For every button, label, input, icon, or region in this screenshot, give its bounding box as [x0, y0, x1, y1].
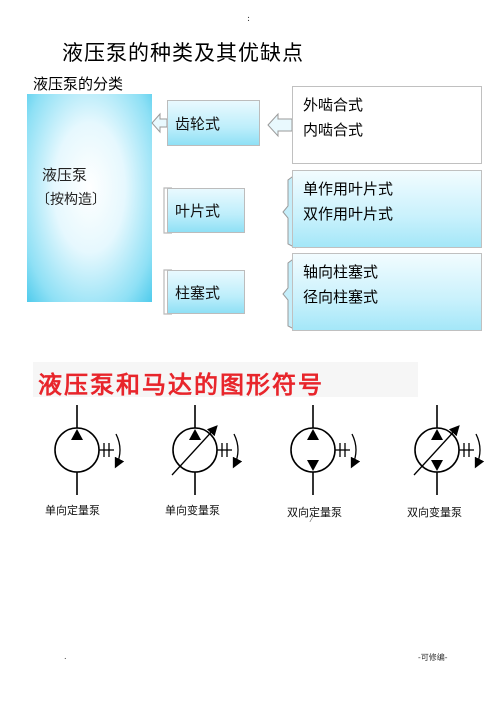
type-gear-label: 齿轮式 [175, 114, 221, 133]
piston-options: 轴向柱塞式 径向柱塞式 [292, 253, 482, 331]
pump-label: 液压泵 [42, 166, 88, 184]
gear-option-external: 外啮合式 [303, 96, 364, 114]
symbol-label-bi-fixed: 双向定量泵 [287, 506, 342, 519]
type-gear: 齿轮式 [167, 100, 260, 146]
type-vane: 叶片式 [167, 188, 245, 233]
symbol-uni-variable-pump [171, 405, 243, 495]
piston-option-axial: 轴向柱塞式 [303, 263, 379, 281]
symbol-label-uni-fixed: 单向定量泵 [45, 504, 100, 517]
symbol-label-bi-variable: 双向变量泵 [407, 506, 462, 519]
vane-option-double: 双作用叶片式 [303, 205, 394, 223]
symbol-bi-variable-pump [413, 405, 485, 495]
footer-right: -可修编- [418, 653, 448, 662]
piston-option-radial: 径向柱塞式 [303, 288, 379, 306]
symbols-banner [33, 362, 418, 397]
vane-options: 单作用叶片式 双作用叶片式 [292, 170, 482, 248]
gear-option-internal: 内啮合式 [303, 121, 364, 139]
pump-box [27, 94, 152, 302]
classification-heading: 液压泵的分类 [33, 75, 124, 93]
symbols-heading: 液压泵和马达的图形符号 [38, 371, 324, 399]
symbol-bi-fixed-pump [290, 405, 361, 495]
page-top-mark: : [247, 14, 251, 24]
gear-options: 外啮合式 内啮合式 [292, 86, 482, 164]
vane-option-single: 单作用叶片式 [303, 180, 394, 198]
type-piston: 柱塞式 [167, 270, 245, 314]
page-title: 液压泵的种类及其优缺点 [62, 41, 304, 65]
type-piston-label: 柱塞式 [175, 283, 221, 302]
symbol-uni-fixed-pump [54, 405, 125, 495]
symbol-label-uni-variable: 单向变量泵 [165, 504, 220, 517]
pump-sublabel: 〔按构造〕 [36, 192, 106, 208]
footer-left: . [64, 652, 67, 661]
stray-mark: ⁄ [311, 515, 313, 524]
type-vane-label: 叶片式 [175, 202, 221, 220]
